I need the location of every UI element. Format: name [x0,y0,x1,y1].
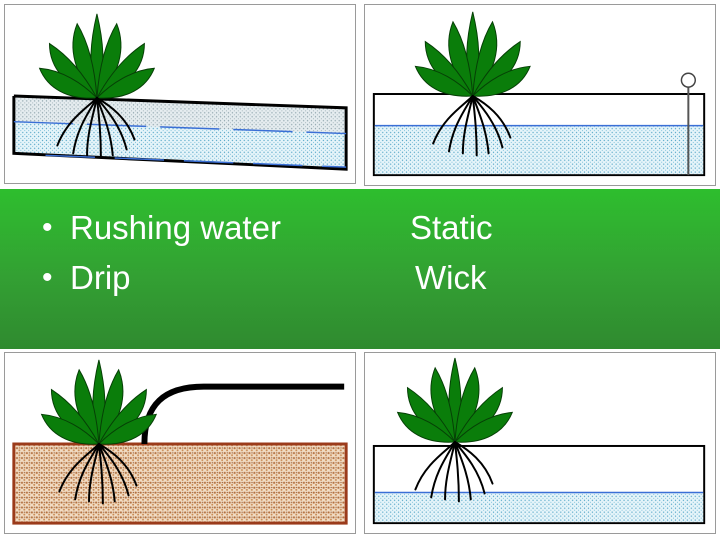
rushing-water-illustration [12,12,348,171]
left-bullet-list: Rushing water Drip [42,203,281,303]
label-rushing-water: Rushing water [42,203,281,253]
float-indicator-icon [680,72,697,176]
wick-illustration [372,356,706,525]
drip-illustration [12,358,348,525]
wick-panel [364,352,716,534]
rushing-water-panel [4,4,356,184]
label-wick: Wick [415,259,487,296]
label-drip: Drip [42,253,281,303]
static-panel [364,4,716,186]
static-illustration [372,10,706,177]
drip-tube-icon [141,383,345,445]
right-label-list: Static Wick [410,203,493,303]
drip-panel [4,352,356,534]
label-static: Static [410,209,493,246]
label-band: Rushing water Drip Static Wick [0,189,720,349]
